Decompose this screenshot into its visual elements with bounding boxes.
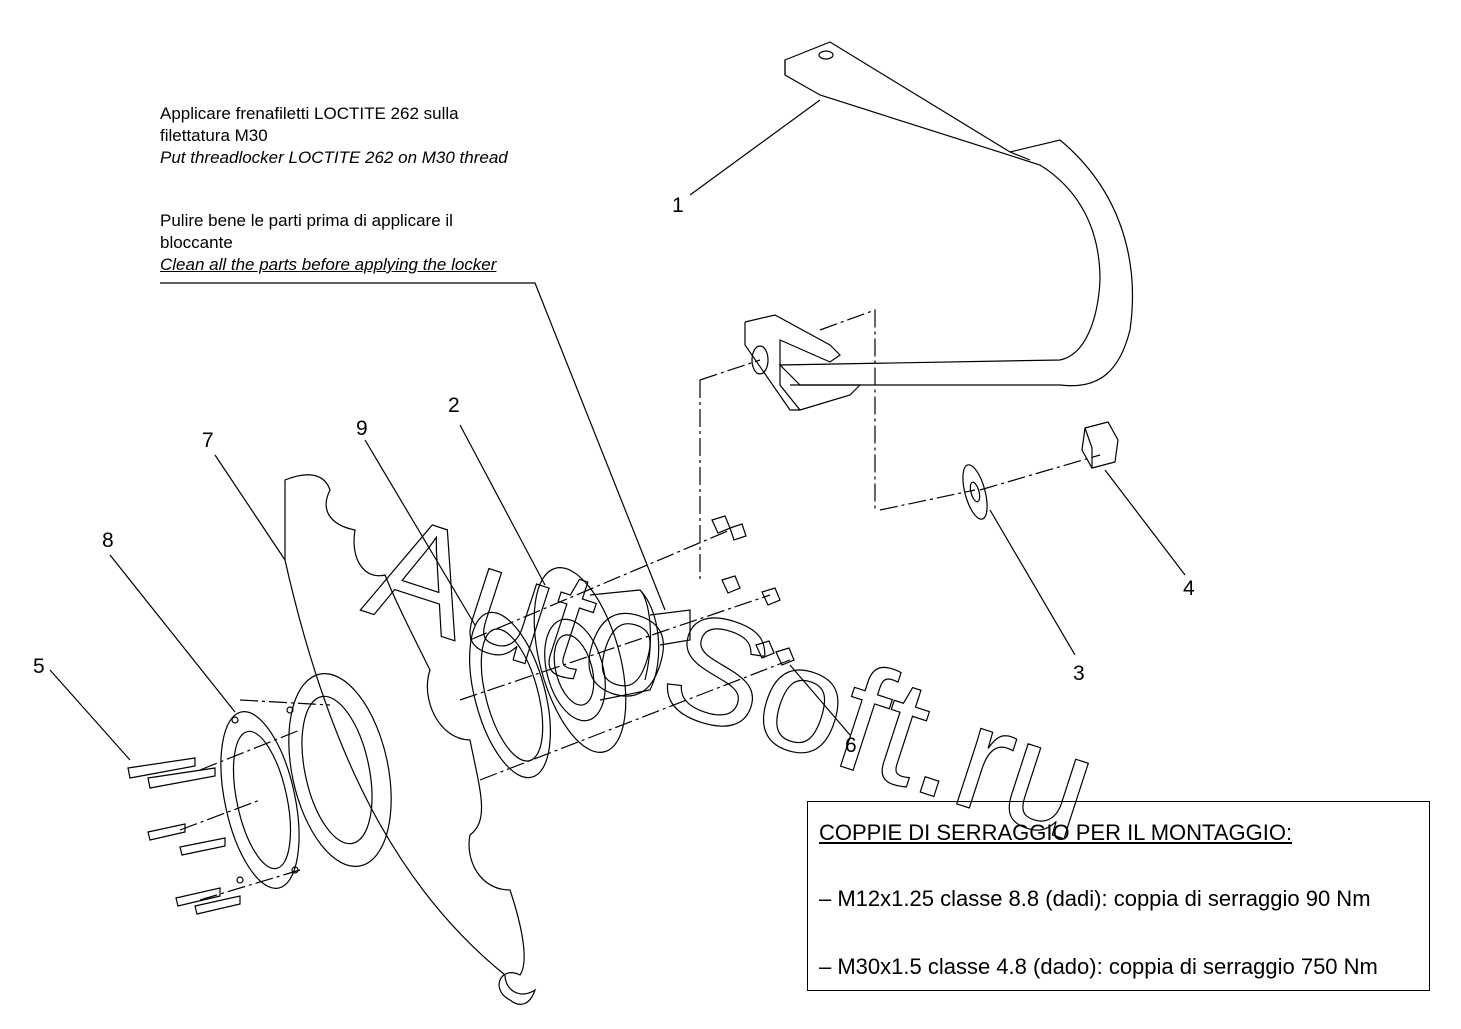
note-threadlocker-en: Put threadlocker LOCTITE 262 on M30 thre… [160, 148, 508, 167]
note-clean-parts: Pulire bene le parti prima di applicare … [160, 210, 560, 276]
torque-table: COPPIE DI SERRAGGIO PER IL MONTAGGIO: – … [807, 801, 1430, 991]
part-7-disc [284, 474, 537, 1005]
note-threadlocker: Applicare frenafiletti LOCTITE 262 sulla… [160, 103, 560, 169]
callout-6: 6 [845, 734, 857, 757]
torque-line-m12: – M12x1.25 classe 8.8 (dadi): coppia di … [819, 886, 1371, 911]
callout-leaders [49, 99, 1186, 761]
note-leader-line [160, 282, 666, 611]
callout-4: 4 [1183, 577, 1195, 600]
callout-2: 2 [448, 394, 460, 417]
part-4-nut [1081, 421, 1119, 469]
torque-line-m30: – M30x1.5 classe 4.8 (dado): coppia di s… [819, 954, 1378, 979]
assembly-centerlines [179, 309, 1101, 901]
note-threadlocker-it-1: Applicare frenafiletti LOCTITE 262 sulla [160, 104, 459, 123]
part-2-hub [533, 567, 691, 753]
callout-8: 8 [102, 529, 114, 552]
part-8-flange [220, 706, 300, 889]
callout-3: 3 [1073, 662, 1085, 685]
part-5-bolts [127, 757, 241, 915]
part-6-nuts [711, 515, 795, 666]
callout-5: 5 [33, 655, 45, 678]
callout-1: 1 [672, 194, 684, 217]
callout-7: 7 [202, 429, 214, 452]
part-1-arm [744, 41, 1133, 411]
part-3-washer [962, 464, 988, 520]
note-clean-it-2: bloccante [160, 233, 233, 252]
part-9-gasket [469, 611, 551, 779]
note-clean-it-1: Pulire bene le parti prima di applicare … [160, 211, 453, 230]
torque-table-title: COPPIE DI SERRAGGIO PER IL MONTAGGIO: [819, 820, 1293, 845]
note-clean-en: Clean all the parts before applying the … [160, 255, 497, 274]
note-threadlocker-it-2: filettatura M30 [160, 126, 268, 145]
callout-9: 9 [356, 417, 368, 440]
